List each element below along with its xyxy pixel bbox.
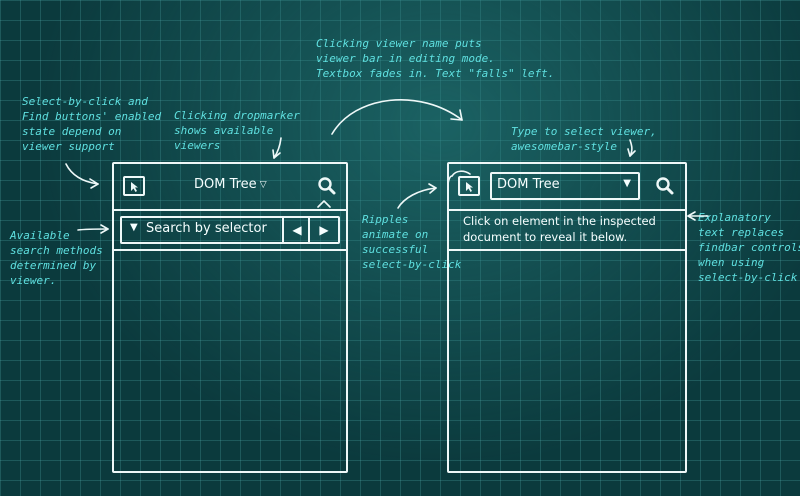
select-by-click-button-active[interactable] — [458, 176, 480, 196]
viewer-name-input-value: DOM Tree — [497, 177, 560, 192]
annotation-explanatory: Explanatory text replaces findbar contro… — [698, 211, 800, 284]
select-by-click-icon — [466, 182, 473, 192]
chevron-down-icon[interactable]: ▽ — [259, 179, 267, 190]
search-method-field[interactable]: ▼ Search by selector ◀ ▶ — [120, 216, 340, 244]
search-method-label: Search by selector — [146, 221, 267, 236]
annotation-search-methods: Available search methods determined by v… — [10, 229, 103, 287]
viewer-bar: DOM Tree ▽ — [114, 164, 346, 211]
explanatory-bar: Click on element in the inspected docume… — [449, 209, 685, 251]
search-button[interactable] — [655, 176, 675, 196]
annotation-type-to-select: Type to select viewer, awesomebar-style — [511, 125, 657, 153]
select-by-click-button[interactable] — [123, 176, 145, 196]
viewer-name-button[interactable]: DOM Tree ▽ — [194, 177, 267, 192]
viewer-name-input[interactable]: DOM Tree ▼ — [490, 172, 640, 200]
annotation-dropmarker: Clicking dropmarker shows available view… — [174, 109, 300, 152]
annotation-ripples: Ripples animate on successful select-by-… — [362, 213, 462, 271]
select-by-click-icon — [131, 182, 138, 192]
previous-icon: ◀ — [292, 223, 302, 237]
previous-button[interactable]: ◀ — [282, 218, 310, 242]
dropdown-arrow-icon[interactable]: ▼ — [623, 178, 631, 189]
annotation-viewer-name: Clicking viewer name puts viewer bar in … — [316, 37, 555, 80]
search-button[interactable] — [317, 176, 337, 196]
right-viewer-panel: DOM Tree ▼ Click on element in the inspe… — [447, 162, 687, 473]
findbar: ▼ Search by selector ◀ ▶ — [114, 209, 346, 251]
next-icon: ▶ — [319, 223, 329, 237]
viewer-name-label: DOM Tree — [194, 177, 257, 192]
search-method-dropdown-icon[interactable]: ▼ — [130, 222, 138, 233]
left-viewer-panel: DOM Tree ▽ ▼ Search by selector ◀ ▶ — [112, 162, 348, 473]
next-button[interactable]: ▶ — [308, 218, 338, 242]
explanatory-text: Click on element in the inspected docume… — [463, 214, 656, 244]
search-icon — [656, 177, 674, 195]
transition-arrow — [331, 99, 463, 135]
viewer-bar-editing: DOM Tree ▼ — [449, 164, 685, 211]
annotation-select-by-click: Select-by-click and Find buttons' enable… — [22, 95, 162, 153]
search-icon — [318, 177, 336, 195]
